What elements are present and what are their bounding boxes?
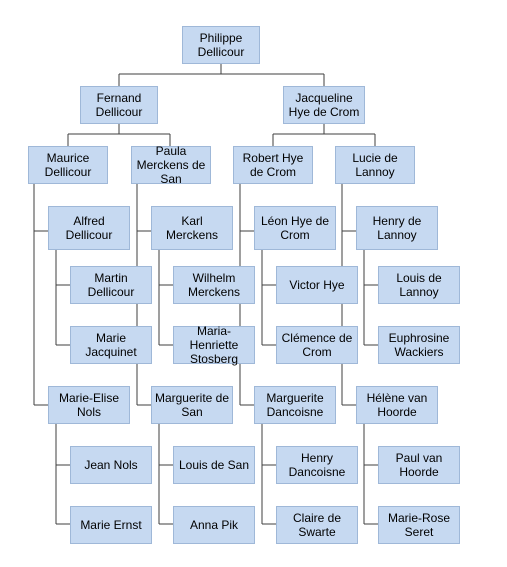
node-lucie-de-lannoy: Lucie de Lannoy	[335, 146, 415, 184]
node-louis-de-san: Louis de San	[173, 446, 255, 484]
node-paula-merckens-de-san: Paula Merckens de San	[131, 144, 211, 186]
node-claire-de-swarte: Claire de Swarte	[276, 506, 358, 544]
node-martin-dellicour: Martin Dellicour	[70, 266, 152, 304]
node-henry-de-lannoy: Henry de Lannoy	[356, 206, 438, 250]
node-louis-de-lannoy: Louis de Lannoy	[378, 266, 460, 304]
node-alfred-dellicour: Alfred Dellicour	[48, 206, 130, 250]
node-marie-rose-seret: Marie-Rose Seret	[378, 506, 460, 544]
node-anna-pik: Anna Pik	[173, 506, 255, 544]
node-maurice-dellicour: Maurice Dellicour	[28, 146, 108, 184]
node-marie-ernst: Marie Ernst	[70, 506, 152, 544]
node-marie-elise-nols: Marie-Elise Nols	[48, 386, 130, 424]
node-karl-merckens: Karl Merckens	[151, 206, 233, 250]
node-clemence-de-crom: Clémence de Crom	[276, 326, 358, 364]
node-euphrosine-wackiers: Euphrosine Wackiers	[378, 326, 460, 364]
node-marguerite-dancoisne: Marguerite Dancoisne	[254, 386, 336, 424]
node-philippe-dellicour: Philippe Dellicour	[182, 26, 260, 64]
node-jean-nols: Jean Nols	[70, 446, 152, 484]
node-victor-hye: Victor Hye	[276, 266, 358, 304]
node-marguerite-de-san: Marguerite de San	[151, 386, 233, 424]
node-paul-van-hoorde: Paul van Hoorde	[378, 446, 460, 484]
node-helene-van-hoorde: Hélène van Hoorde	[356, 386, 438, 424]
node-wilhelm-merckens: Wilhelm Merckens	[173, 266, 255, 304]
node-marie-jacquinet: Marie Jacquinet	[70, 326, 152, 364]
node-maria-henriette-stosberg: Maria- Henriette Stosberg	[173, 324, 255, 366]
node-henry-dancoisne: Henry Dancoisne	[276, 446, 358, 484]
node-jacqueline-hye-de-crom: Jacqueline Hye de Crom	[283, 86, 365, 124]
node-fernand-dellicour: Fernand Dellicour	[80, 86, 158, 124]
node-robert-hye-de-crom: Robert Hye de Crom	[233, 146, 313, 184]
node-leon-hye-de-crom: Léon Hye de Crom	[254, 206, 336, 250]
